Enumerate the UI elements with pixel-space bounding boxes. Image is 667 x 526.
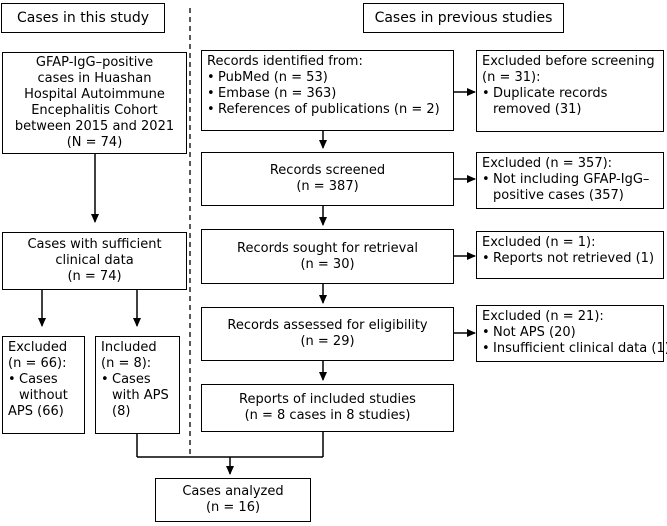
excluded-no-aps-box: Excluded (n = 66): • Cases without APS (… xyxy=(2,336,85,434)
included-count: (n = 8): xyxy=(101,356,152,371)
reports-line: (n = 8 cases in 8 studies) xyxy=(244,408,411,423)
excluded-retrieval-box: Excluded (n = 1): • Reports not retrieve… xyxy=(476,231,664,279)
header-this-study-text: Cases in this study xyxy=(16,10,150,26)
records-screened-box: Records screened (n = 387) xyxy=(201,152,454,206)
sufficient-line: (n = 74) xyxy=(67,269,122,284)
bullet-icon: • xyxy=(8,372,16,387)
excl-item: • Not including GFAP-IgG– positive cases… xyxy=(482,172,658,204)
included-aps-box: Included (n = 8): • Cases with APS (8) xyxy=(95,336,180,434)
excl-item-line: Not including GFAP-IgG– xyxy=(493,172,650,187)
identified-item-text: Embase (n = 363) xyxy=(218,86,337,101)
cohort-line: GFAP-IgG–positive xyxy=(35,55,154,70)
excluded-title: Excluded xyxy=(8,340,68,355)
cohort-line: (N = 74) xyxy=(66,135,123,150)
excl-title-line: Excluded (n = 1): xyxy=(482,235,596,250)
cohort-box: GFAP-IgG–positive cases in Huashan Hospi… xyxy=(2,52,187,154)
included-studies-box: Reports of included studies (n = 8 cases… xyxy=(201,384,454,432)
excluded-screened-box: Excluded (n = 357): • Not including GFAP… xyxy=(476,152,664,209)
included-item-line: Cases xyxy=(112,372,151,387)
screened-line: (n = 387) xyxy=(296,179,359,194)
included-item-line: (8) xyxy=(112,404,131,419)
included-item: • Cases with APS (8) xyxy=(101,372,174,420)
excluded-count: (n = 66): xyxy=(8,356,67,371)
final-line: Cases analyzed xyxy=(182,484,284,499)
bullet-icon: • xyxy=(101,372,109,387)
identified-item-text: References of publications (n = 2) xyxy=(218,102,440,117)
excluded-item: • Cases without xyxy=(8,372,79,404)
excluded-item-line: Cases xyxy=(19,372,58,387)
cohort-line: cases in Huashan xyxy=(37,71,152,86)
sufficient-line: clinical data xyxy=(55,253,134,268)
cohort-line: Encephalitis Cohort xyxy=(31,103,158,118)
bullet-icon: • xyxy=(482,86,490,101)
records-sought-box: Records sought for retrieval (n = 30) xyxy=(201,229,454,284)
excl-item: • Reports not retrieved (1) xyxy=(482,251,658,267)
excl-item-line: Duplicate records xyxy=(493,86,608,101)
excl-item: • Duplicate records removed (31) xyxy=(482,86,658,118)
excluded-item-line: APS (66) xyxy=(8,404,64,419)
excl-title-line: Excluded (n = 357): xyxy=(482,156,613,171)
assessed-line: Records assessed for eligibility xyxy=(227,318,428,333)
screened-line: Records screened xyxy=(269,163,386,178)
excl-item-line: removed (31) xyxy=(493,102,582,117)
sought-line: Records sought for retrieval xyxy=(237,240,418,256)
identified-item: • References of publications (n = 2) xyxy=(207,102,448,118)
header-previous-studies-text: Cases in previous studies xyxy=(374,10,553,26)
bullet-icon: • xyxy=(482,325,490,340)
bullet-icon: • xyxy=(482,341,490,356)
excluded-eligibility-box: Excluded (n = 21): • Not APS (20) • Insu… xyxy=(476,305,667,362)
bullet-icon: • xyxy=(207,70,215,85)
header-this-study: Cases in this study xyxy=(1,3,165,33)
header-previous-studies: Cases in previous studies xyxy=(363,3,564,33)
identified-item-text: PubMed (n = 53) xyxy=(218,70,328,85)
sufficient-data-box: Cases with sufficient clinical data (n =… xyxy=(2,232,187,290)
bullet-icon: • xyxy=(207,102,215,117)
final-line: (n = 16) xyxy=(205,500,261,515)
excl-item-line: positive cases (357) xyxy=(493,188,624,203)
identified-item: • PubMed (n = 53) xyxy=(207,70,448,86)
included-title: Included xyxy=(101,340,157,355)
cohort-line: Hospital Autoimmune xyxy=(24,87,165,102)
records-assessed-box: Records assessed for eligibility (n = 29… xyxy=(201,307,454,361)
bullet-icon: • xyxy=(207,86,215,101)
identified-item: • Embase (n = 363) xyxy=(207,86,448,102)
identified-title: Records identified from: xyxy=(207,54,363,69)
excluded-item-line: without xyxy=(19,388,68,403)
excl-title-line: Excluded before screening xyxy=(482,54,655,69)
sufficient-line: Cases with sufficient xyxy=(27,237,162,252)
excl-item-line: Reports not retrieved (1) xyxy=(493,251,655,266)
excl-item-line: Not APS (20) xyxy=(493,325,576,340)
bullet-icon: • xyxy=(482,251,490,266)
excluded-before-screening-box: Excluded before screening (n = 31): • Du… xyxy=(476,50,664,132)
excl-title-line: (n = 31): xyxy=(482,70,541,85)
sought-line: (n = 30) xyxy=(300,256,355,272)
excl-item: • Insufficient clinical data (1) xyxy=(482,341,667,357)
reports-line: Reports of included studies xyxy=(239,392,416,407)
cohort-line: between 2015 and 2021 xyxy=(14,119,175,134)
assessed-line: (n = 29) xyxy=(300,334,355,349)
included-item-line: with APS xyxy=(112,388,169,403)
excl-item-line: Insufficient clinical data (1) xyxy=(493,341,667,356)
cases-analyzed-box: Cases analyzed (n = 16) xyxy=(155,478,311,522)
excl-title-line: Excluded (n = 21): xyxy=(482,309,604,324)
bullet-icon: • xyxy=(482,172,490,187)
excl-item: • Not APS (20) xyxy=(482,325,658,341)
records-identified-box: Records identified from: • PubMed (n = 5… xyxy=(201,50,454,131)
